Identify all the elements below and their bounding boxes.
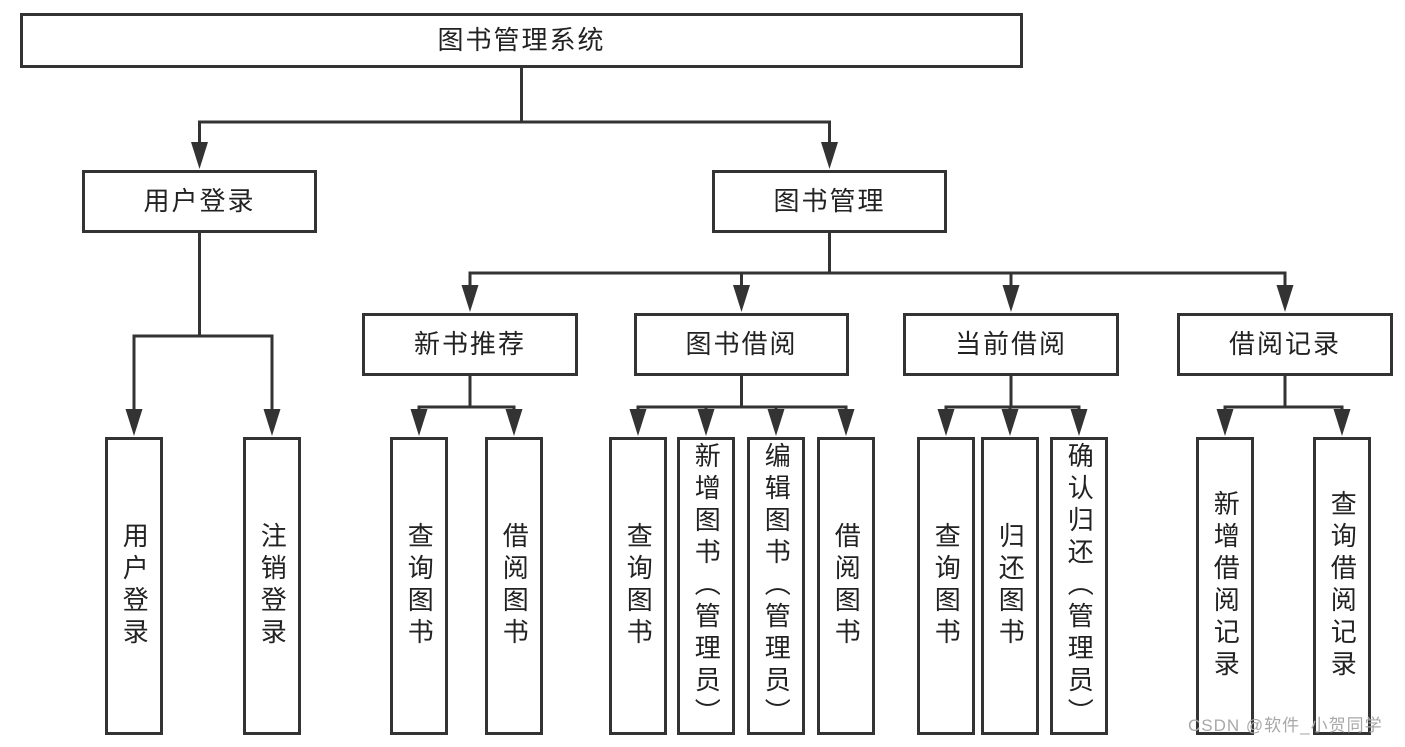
leaf-borrow-books: 借阅图书	[817, 437, 875, 735]
connector-book-mgmt-to-level2	[461, 233, 1294, 312]
leaf-user-login: 用户登录	[105, 437, 163, 735]
node-library-system-label: 图书管理系统	[437, 25, 606, 56]
node-book-management-label: 图书管理	[773, 186, 886, 217]
leaf-add-books-admin: 新增图书（管理员）	[677, 437, 735, 735]
leaf-confirm-return-admin-label: 确认归还（管理员）	[1064, 442, 1095, 730]
leaf-edit-books-admin: 编辑图书（管理员）	[747, 437, 805, 735]
leaf-query-books-current: 查询图书	[917, 437, 975, 735]
node-book-borrowing: 图书借阅	[634, 313, 849, 376]
connector-user-login-to-leaves	[125, 233, 281, 436]
leaf-query-borrow-record: 查询借阅记录	[1313, 437, 1371, 735]
leaf-user-login-label: 用户登录	[119, 522, 150, 650]
node-library-system: 图书管理系统	[20, 13, 1023, 68]
leaf-return-books: 归还图书	[981, 437, 1039, 735]
leaf-query-books-current-label: 查询图书	[931, 522, 962, 650]
csdn-watermark: CSDN @软件_小贺同学	[1188, 716, 1383, 735]
node-user-login-label: 用户登录	[143, 186, 256, 217]
node-borrowing-records: 借阅记录	[1177, 313, 1393, 376]
connector-current-to-leaves	[937, 376, 1088, 436]
leaf-return-books-label: 归还图书	[995, 522, 1026, 650]
node-new-book-recommend-label: 新书推荐	[413, 329, 526, 360]
connector-records-to-leaves	[1216, 376, 1351, 436]
leaf-add-books-admin-label: 新增图书（管理员）	[691, 442, 722, 730]
leaf-query-books-recommend: 查询图书	[390, 437, 448, 735]
connector-borrow-to-leaves	[629, 376, 855, 436]
leaf-add-borrow-record-label: 新增借阅记录	[1210, 490, 1241, 682]
leaf-query-books-borrowing: 查询图书	[609, 437, 667, 735]
node-user-login-module: 用户登录	[82, 170, 317, 233]
leaf-logout: 注销登录	[243, 437, 301, 735]
leaf-borrow-books-recommend: 借阅图书	[485, 437, 543, 735]
node-book-borrowing-label: 图书借阅	[685, 329, 798, 360]
node-new-book-recommend: 新书推荐	[362, 313, 578, 376]
node-borrowing-records-label: 借阅记录	[1228, 329, 1341, 360]
node-book-management: 图书管理	[712, 170, 947, 233]
leaf-confirm-return-admin: 确认归还（管理员）	[1050, 437, 1108, 735]
leaf-add-borrow-record: 新增借阅记录	[1196, 437, 1254, 735]
connector-new-rec-to-leaves	[410, 376, 523, 436]
node-current-borrowing-label: 当前借阅	[954, 329, 1067, 360]
leaf-borrow-books-recommend-label: 借阅图书	[499, 522, 530, 650]
leaf-query-borrow-record-label: 查询借阅记录	[1327, 490, 1358, 682]
leaf-query-books-recommend-label: 查询图书	[404, 522, 435, 650]
node-current-borrowing: 当前借阅	[903, 313, 1119, 376]
connector-root-to-level1	[191, 68, 838, 169]
leaf-logout-label: 注销登录	[257, 522, 288, 650]
leaf-query-books-borrowing-label: 查询图书	[623, 522, 654, 650]
leaf-borrow-books-label: 借阅图书	[831, 522, 862, 650]
leaf-edit-books-admin-label: 编辑图书（管理员）	[761, 442, 792, 730]
